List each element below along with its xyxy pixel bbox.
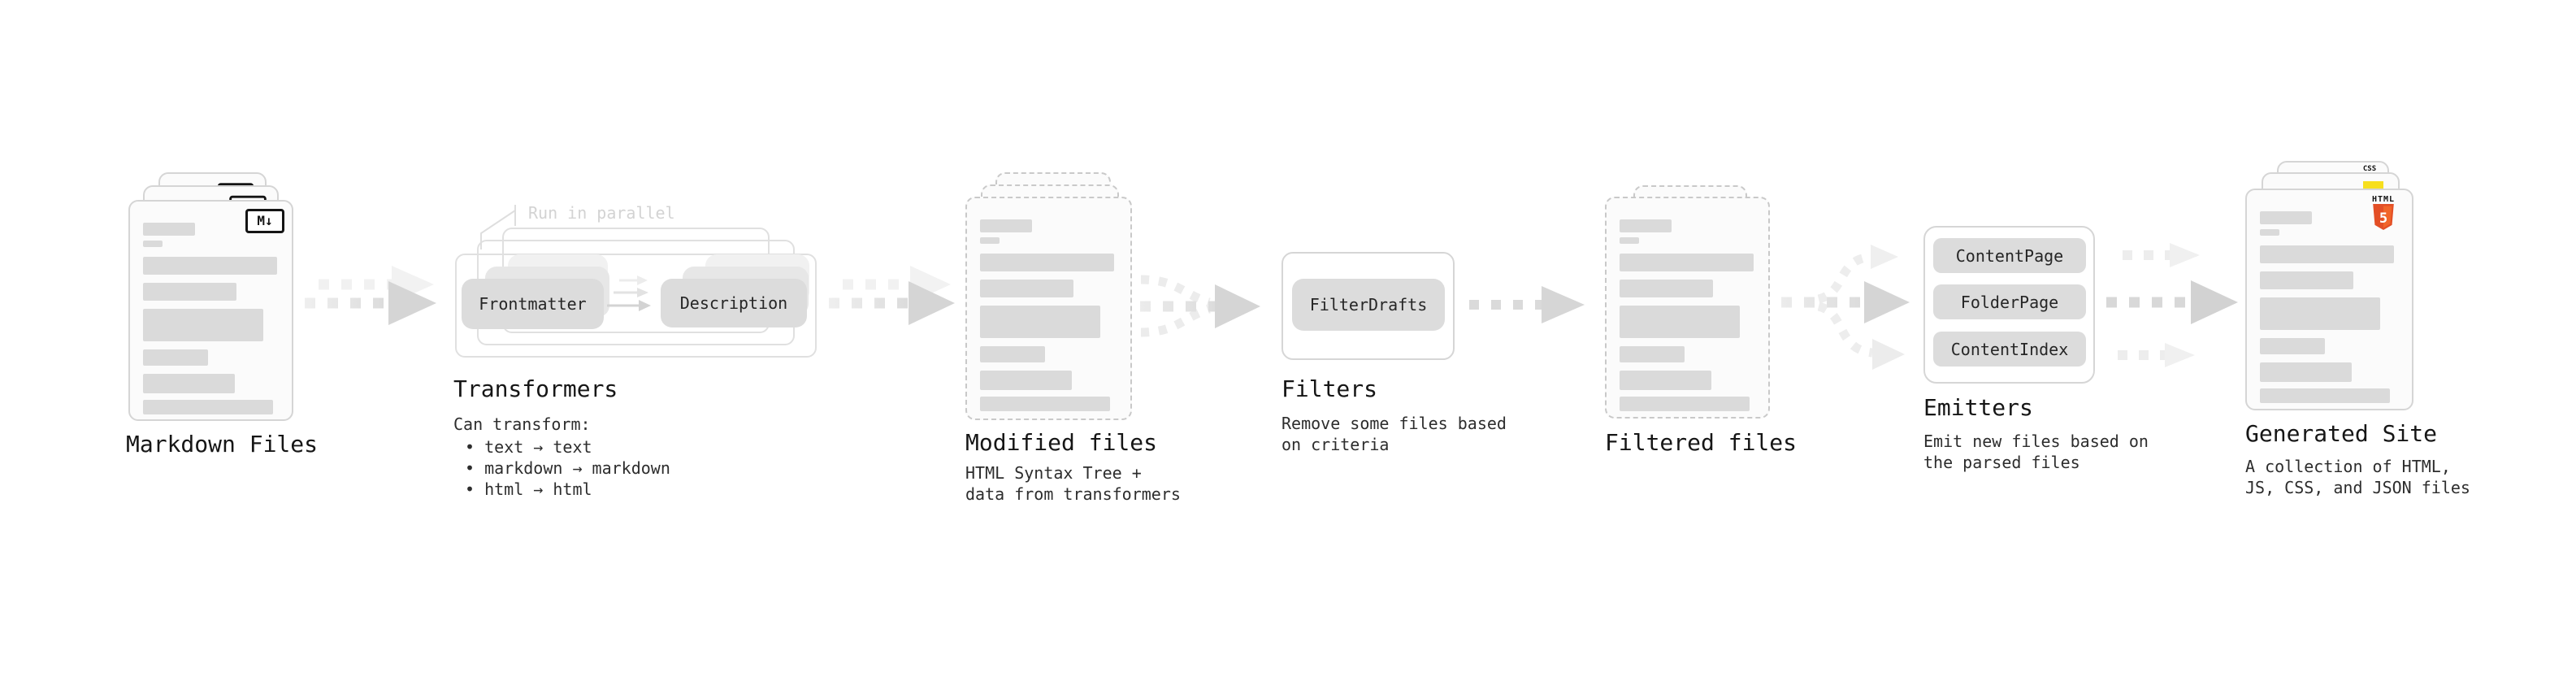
content-line [1620, 306, 1740, 338]
content-line [1620, 219, 1672, 232]
stage-subtitle: JS, CSS, and JSON files [2245, 478, 2470, 497]
file-card [1605, 197, 1770, 419]
file-card [965, 197, 1132, 420]
content-line [1620, 346, 1685, 362]
stage-subtitle: on criteria [1281, 435, 1390, 454]
stage-subtitle: HTML Syntax Tree + [965, 463, 1142, 483]
arrow-markdown-to-transformers [305, 266, 436, 325]
transform-bullet: • text → text [465, 437, 592, 457]
stage-subtitle: A collection of HTML, [2245, 457, 2451, 476]
document-content-placeholder [2247, 190, 2412, 403]
arrow-filtered-to-emitters-fanout [1781, 245, 1910, 370]
content-line [1620, 371, 1711, 390]
html5-label: HTML [2371, 195, 2396, 204]
arrow-modified-to-filters-merge [1140, 275, 1260, 337]
content-line [980, 306, 1100, 338]
content-line [143, 400, 273, 414]
content-line [143, 223, 195, 236]
stage-subtitle: the parsed files [1923, 453, 2080, 472]
content-line [1620, 280, 1713, 297]
document-content-placeholder [967, 198, 1130, 411]
content-line [2260, 297, 2380, 330]
content-line [2260, 211, 2312, 224]
content-line [143, 374, 235, 393]
content-line [1620, 397, 1750, 411]
content-line [143, 309, 263, 341]
markdown-icon: M↓ [245, 209, 284, 233]
svg-text:5: 5 [2379, 210, 2387, 227]
content-line [143, 283, 236, 301]
file-card: HTML 5 [2245, 189, 2413, 410]
arrow-emitters-to-generated [2106, 243, 2238, 367]
stage-subtitle: Can transform: [453, 414, 591, 434]
content-line [980, 237, 1000, 244]
content-line [980, 280, 1073, 297]
content-line [980, 219, 1032, 232]
run-in-parallel-annotation: Run in parallel [528, 203, 675, 223]
content-line [980, 397, 1110, 411]
stage-subtitle: Emit new files based on [1923, 432, 2149, 451]
stage-title: Emitters [1923, 394, 2033, 421]
description-chip: Description [661, 279, 807, 327]
arrow-transformers-to-modified [829, 266, 955, 325]
stage-subtitle: data from transformers [965, 484, 1181, 504]
stage-title: Markdown Files [126, 431, 319, 458]
content-line [2260, 362, 2352, 382]
stage-title: Filters [1281, 375, 1378, 402]
content-line [2260, 338, 2325, 354]
transformer-box [455, 254, 817, 358]
content-line [2260, 388, 2390, 403]
content-line [2260, 245, 2394, 263]
html5-icon: HTML 5 [2365, 195, 2402, 233]
content-line [143, 241, 163, 247]
frontmatter-chip: Frontmatter [462, 279, 604, 329]
document-content-placeholder [130, 202, 292, 414]
filterdrafts-chip: FilterDrafts [1292, 279, 1445, 331]
document-content-placeholder [1607, 198, 1768, 411]
html5-shield: 5 [2373, 204, 2394, 230]
content-line [143, 349, 208, 366]
content-line [980, 346, 1045, 362]
content-line [1620, 254, 1754, 271]
filters-box [1281, 252, 1455, 360]
contentpage-chip: ContentPage [1933, 238, 2086, 273]
content-line [2260, 229, 2279, 236]
content-line [980, 254, 1114, 271]
content-line [980, 371, 1072, 390]
folderpage-chip: FolderPage [1933, 284, 2086, 319]
stage-title: Filtered files [1605, 429, 1798, 456]
emitters-box [1923, 226, 2095, 384]
css-label: CSS [2362, 165, 2377, 173]
stage-subtitle: Remove some files based [1281, 414, 1507, 433]
content-line [2260, 271, 2353, 289]
content-line [143, 257, 277, 275]
file-card: M↓ [128, 200, 293, 421]
transform-bullet: • html → html [465, 479, 592, 499]
stage-title: Transformers [453, 375, 618, 402]
content-line [1620, 237, 1639, 244]
arrow-filters-to-filtered [1469, 286, 1585, 323]
transform-bullet: • markdown → markdown [465, 458, 670, 478]
contentindex-chip: ContentIndex [1933, 332, 2086, 367]
stage-title: Generated Site [2245, 420, 2438, 447]
stage-title: Modified files [965, 429, 1158, 456]
